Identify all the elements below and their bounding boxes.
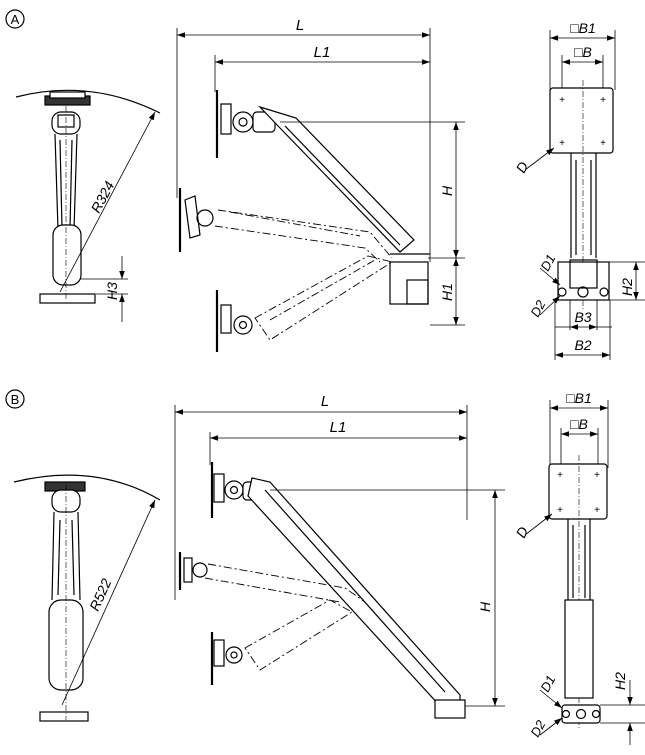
variant-b: B R522 L L1 — [5, 389, 645, 745]
plate-outer-label-b: □B1 — [566, 390, 592, 406]
base-b2-label-a: B2 — [574, 337, 591, 353]
length-label-l-a: L — [296, 17, 304, 34]
plate-inner-label-a: □B — [574, 44, 592, 60]
height-label-h1-a: H1 — [439, 283, 455, 301]
variant-b-front-view: □B1 □B + + + + D D1 D2 — [513, 390, 645, 745]
height-label-h3: H3 — [104, 282, 120, 300]
svg-text:+: + — [557, 505, 563, 516]
base-d2-label-b: D2 — [527, 717, 548, 739]
base-height-label-a: H2 — [619, 278, 635, 296]
svg-text:+: + — [559, 138, 565, 149]
variant-b-top-view: R522 — [13, 474, 161, 722]
base-b3-label-a: B3 — [574, 309, 591, 325]
svg-text:+: + — [557, 470, 563, 481]
svg-text:+: + — [594, 470, 600, 481]
length-label-l1-a: L1 — [314, 44, 331, 61]
length-label-l-b: L — [321, 393, 329, 410]
radius-label-a: R324 — [88, 178, 118, 215]
screw-label-b: D — [513, 524, 532, 540]
variant-b-side-view: L L1 H — [174, 393, 505, 719]
plate-outer-label-a: □B1 — [570, 20, 596, 36]
svg-text:B: B — [11, 392, 20, 407]
base-d2-label-a: D2 — [527, 297, 548, 319]
plate-inner-label-b: □B — [570, 416, 588, 432]
variant-a: A R324 H3 L — [5, 9, 645, 360]
base-d1-label-b: D1 — [537, 673, 558, 695]
variant-a-label: A — [5, 9, 25, 29]
height-label-h-b: H — [477, 601, 493, 612]
height-label-h-a: H — [439, 185, 455, 196]
screw-label-a: D — [513, 159, 532, 175]
variant-a-top-view: R324 H3 — [15, 89, 161, 322]
variant-b-label: B — [5, 389, 25, 409]
svg-text:+: + — [594, 505, 600, 516]
svg-text:+: + — [600, 95, 606, 106]
radius-label-b: R522 — [86, 576, 114, 613]
svg-text:+: + — [600, 138, 606, 149]
variant-a-front-view: □B1 □B + + + + D D1 D2 — [513, 20, 645, 360]
base-d1-label-a: D1 — [537, 252, 558, 274]
length-label-l1-b: L1 — [330, 419, 347, 436]
variant-a-side-view: L L1 — [176, 17, 465, 352]
base-height-label-b: H2 — [612, 672, 628, 690]
svg-text:A: A — [11, 12, 20, 27]
svg-text:+: + — [559, 95, 565, 106]
